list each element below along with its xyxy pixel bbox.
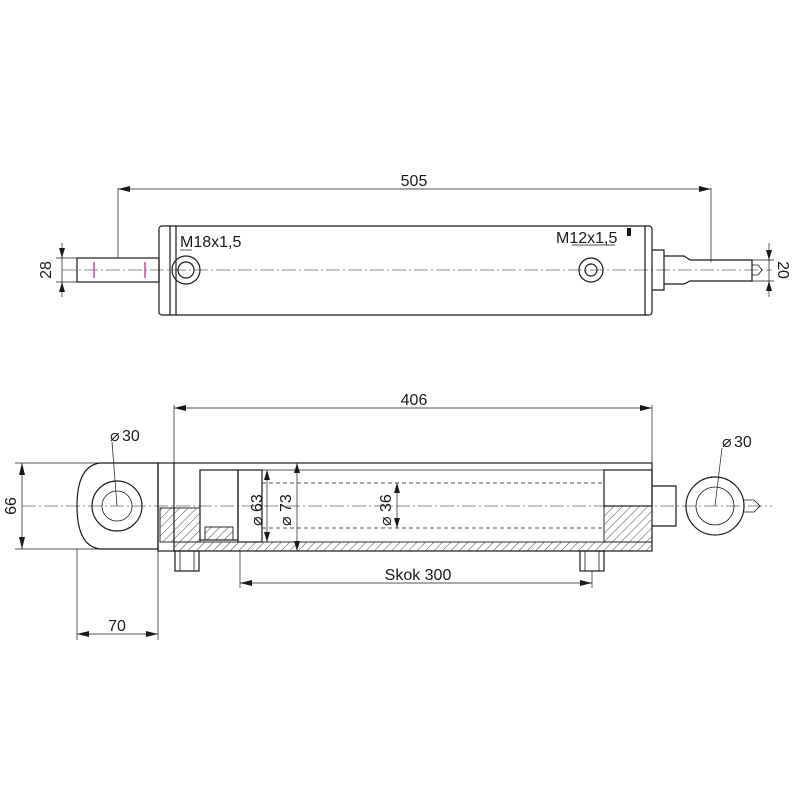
left-piston — [237, 469, 263, 543]
right-eye-nipple — [744, 499, 761, 513]
dim-66-label: 66 — [3, 497, 20, 515]
right-eye-outer — [685, 476, 745, 536]
top-left-port-outer — [171, 255, 201, 285]
left-head-seal-hatch — [204, 526, 234, 541]
dim-28-label: 28 — [38, 261, 55, 279]
right-eye-dia-label: 30 — [734, 434, 752, 451]
right-eye-dia-leader — [714, 447, 723, 507]
left-head — [159, 507, 201, 543]
dim-406-arrow-right — [640, 405, 652, 411]
dim-63-label: 63 — [249, 494, 266, 512]
top-right-nipple — [752, 264, 763, 276]
top-view: 505 28 20 M18x1,5 M12x1,5 — [38, 173, 791, 316]
dim-36-arrow-top — [394, 483, 400, 493]
dim-36-symbol: ⌀ — [378, 516, 395, 526]
right-eye-inner — [695, 486, 735, 526]
dim-73-label: 73 — [278, 494, 295, 512]
left-eye-body — [76, 462, 159, 550]
dim-20-arrow-top — [766, 250, 772, 260]
left-eye-dia-symbol: ⌀ — [110, 428, 120, 445]
left-eye-outer — [91, 480, 143, 532]
dim-stroke-arrow-right — [580, 580, 592, 586]
dim-20-label: 20 — [774, 261, 791, 279]
dim-36-arrow-bottom — [394, 518, 400, 528]
dim-70-arrow-left — [77, 631, 89, 637]
dim-70-label: 70 — [108, 618, 126, 635]
top-right-port-outer — [578, 257, 604, 283]
dim-63-arrow-top — [264, 470, 270, 480]
dim-505-arrow-left — [118, 186, 130, 192]
top-left-port-inner — [177, 261, 195, 279]
top-right-port-inner — [584, 263, 598, 277]
right-head-body — [603, 469, 653, 507]
right-eye-link — [652, 485, 677, 527]
dim-66-arrow-top — [19, 463, 25, 475]
top-right-cap — [652, 249, 665, 291]
dim-70-arrow-right — [146, 631, 158, 637]
top-barrel — [158, 225, 653, 316]
dim-505-arrow-right — [699, 186, 711, 192]
dim-63-arrow-bottom — [264, 532, 270, 542]
left-eye-dia-leader — [111, 441, 118, 507]
port-left-label: M18x1,5 — [180, 234, 241, 251]
dim-28-arrow-top — [59, 248, 65, 258]
dim-36-label: 36 — [378, 494, 395, 512]
left-port-stub — [174, 550, 200, 572]
dim-66-arrow-bottom — [19, 537, 25, 549]
dim-505-label: 505 — [401, 173, 428, 190]
section-view: 406 ⌀ 30 ⌀ 30 66 ⌀ 63 ⌀ 73 — [3, 392, 772, 640]
dim-73-arrow-bottom — [294, 541, 300, 551]
top-right-rod — [664, 255, 753, 285]
right-port-stub — [579, 550, 605, 572]
dim-63-symbol: ⌀ — [249, 516, 266, 526]
dim-406-label: 406 — [401, 392, 428, 409]
port-right-label: M12x1,5 — [556, 230, 617, 247]
dim-20-arrow-bottom — [766, 281, 772, 291]
right-head — [603, 505, 653, 543]
top-marker — [627, 228, 631, 236]
right-eye-dia-symbol: ⌀ — [722, 434, 732, 451]
left-eye-dia-label: 30 — [122, 428, 140, 445]
dim-28-arrow-bottom — [59, 282, 65, 292]
dim-406-arrow-left — [174, 405, 186, 411]
dim-stroke-label: Skok 300 — [385, 567, 452, 584]
dim-73-arrow-top — [294, 463, 300, 473]
dim-73-symbol: ⌀ — [278, 516, 295, 526]
bottom-wall — [173, 541, 653, 552]
dim-stroke-arrow-left — [240, 580, 252, 586]
left-eye-inner — [101, 490, 133, 522]
